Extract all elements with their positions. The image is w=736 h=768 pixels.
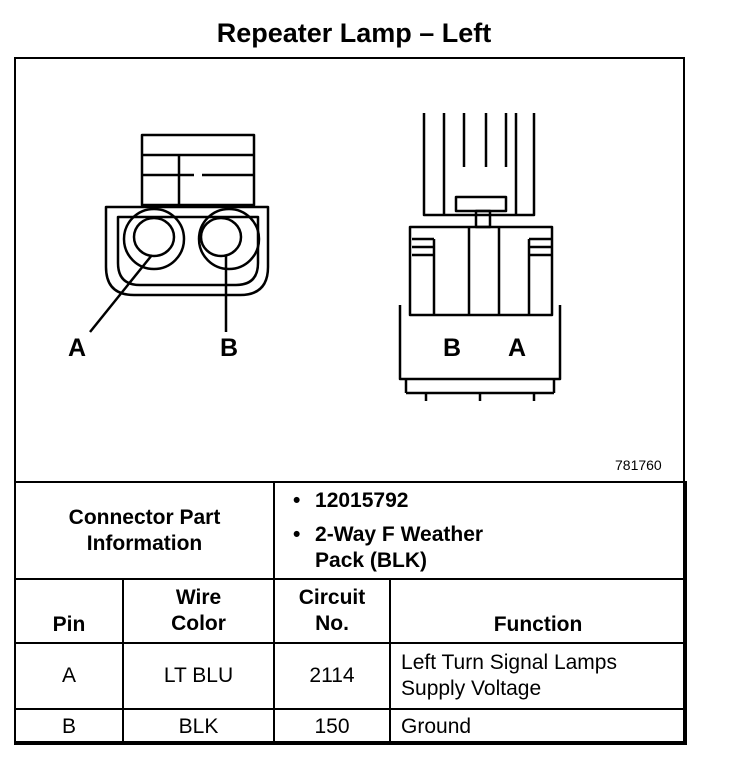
circuit-no-cell: 150: [273, 708, 392, 745]
face-pin-a-label: A: [68, 334, 87, 362]
connector-face-view: [89, 133, 270, 333]
connector-table: Connector Part Information • 12015792 • …: [13, 481, 688, 745]
connector-part-info-label: Connector Part Information: [13, 481, 276, 580]
function-cell: Left Turn Signal Lamps Supply Voltage: [389, 642, 688, 710]
table-row: B BLK 150 Ground: [14, 708, 688, 745]
part-number-item: • 12015792: [293, 488, 685, 514]
col-header-circuit-no: Circuit No.: [273, 578, 392, 644]
bullet: •: [293, 522, 301, 546]
face-pin-b-label: B: [220, 334, 239, 362]
side-pin-b-label: B: [443, 334, 462, 362]
pin-cell: A: [14, 642, 124, 710]
connector-type: 2-Way F Weather Pack (BLK): [315, 522, 484, 572]
connector-type-item: • 2-Way F Weather Pack (BLK): [293, 522, 525, 574]
connector-part-info-list: • 12015792 • 2-Way F Weather Pack (BLK): [273, 481, 688, 580]
side-pin-a-label: A: [508, 334, 527, 362]
connector-drawing: [89, 113, 562, 401]
table-row: A LT BLU 2114 Left Turn Signal Lamps Sup…: [14, 642, 688, 710]
circuit-no-cell: 2114: [273, 642, 392, 710]
wire-color-cell: LT BLU: [121, 642, 276, 710]
wire-color-cell: BLK: [121, 708, 276, 745]
diagram-title: Repeater Lamp – Left: [216, 18, 492, 48]
col-header-function: Function: [389, 578, 688, 644]
function-cell: Ground: [389, 708, 688, 745]
bullet: •: [293, 488, 301, 512]
col-header-pin: Pin: [14, 578, 124, 644]
col-header-wire-color: Wire Color: [121, 578, 276, 644]
connector-side-view: [398, 113, 562, 401]
pin-cell: B: [14, 708, 124, 745]
part-number: 12015792: [315, 488, 409, 512]
figure-number: 781760: [615, 457, 662, 473]
